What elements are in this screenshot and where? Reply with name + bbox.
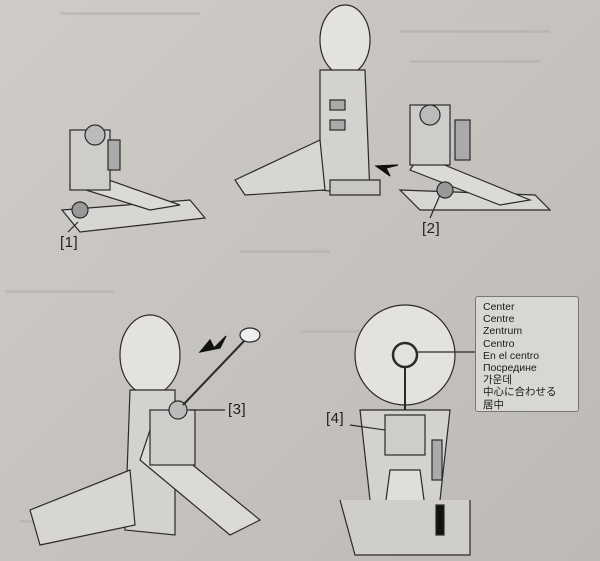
- leader-line-4: [349, 424, 386, 431]
- pedal-illustration-1: [60, 124, 207, 233]
- callout-ja: 中心に合わせる: [483, 386, 557, 399]
- leader-line-2: [429, 194, 441, 219]
- kick-pad-tower-illustration: [234, 4, 381, 196]
- callout-zh: 居中: [483, 398, 504, 411]
- step-label-2: [2]: [422, 220, 441, 237]
- callout-en-us: Center: [483, 301, 515, 313]
- callout-it: Centro: [483, 337, 515, 350]
- arrow-icon: [198, 335, 227, 353]
- callout-es: En el centro: [483, 349, 540, 362]
- front-view-center-illustration: [339, 304, 471, 556]
- callout-ru: Посредине: [483, 362, 537, 375]
- step-label-1: [1]: [60, 234, 79, 251]
- beater-insertion-illustration: [29, 314, 262, 546]
- leader-line-1: [67, 221, 79, 233]
- pedal-attached-illustration: [398, 104, 552, 211]
- step-label-4: [4]: [326, 410, 345, 427]
- callout-de: Zentrum: [483, 325, 523, 338]
- step-label-3: [3]: [228, 401, 247, 418]
- arrow-icon: [374, 164, 399, 177]
- callout-en-gb: Centre: [483, 313, 515, 326]
- center-callout-box: Center Centre Zentrum Centro En el centr…: [475, 296, 579, 412]
- callout-ko: 가운데: [483, 374, 512, 387]
